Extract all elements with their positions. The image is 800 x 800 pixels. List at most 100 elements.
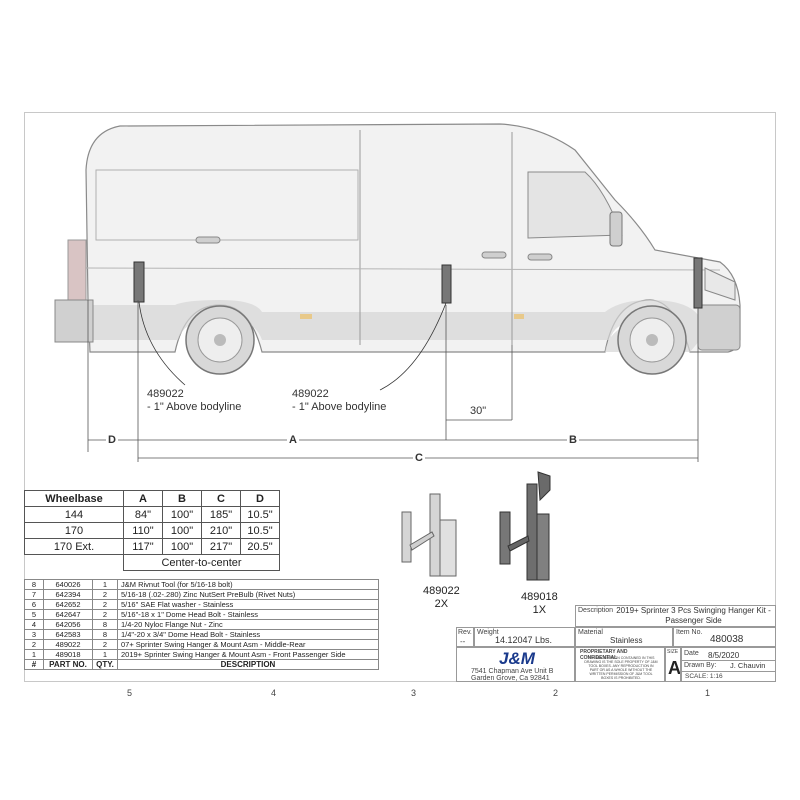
field-label: Rev. [458, 629, 472, 636]
hanger-middle [441, 264, 452, 304]
column-header: # [24, 659, 44, 670]
field-label: Material [578, 629, 603, 636]
van-cab-window [527, 171, 623, 239]
zone-number: 3 [411, 688, 417, 698]
bom-cell: 2 [24, 639, 44, 650]
table-header-row: Wheelbase A B C D [24, 490, 280, 507]
rear-wheel [185, 305, 255, 375]
bom-cell: 2 [92, 589, 118, 600]
description-value: 2019+ Sprinter 3 Pcs Swinging Hanger Kit… [616, 606, 771, 625]
table-cell: 100" [162, 522, 202, 539]
table-cell: 210" [201, 522, 241, 539]
table-cell: 185" [201, 506, 241, 523]
part-qty: 2X [434, 598, 449, 610]
dim-30-label: 30" [470, 405, 487, 417]
bom-cell: 8 [92, 619, 118, 630]
bom-cell: 1 [92, 649, 118, 660]
callout-part-number: 489022 [147, 388, 184, 400]
zone-number: 2 [553, 688, 559, 698]
bom-cell: 3 [24, 629, 44, 640]
table-row: 170 110" 100" 210" 10.5" [24, 522, 280, 539]
table-footer: Center-to-center [123, 554, 280, 571]
part-label-489022: 489022 2X [423, 585, 460, 611]
column-header: B [162, 490, 202, 507]
bom-cell: 642647 [43, 609, 93, 620]
table-cell: 170 [24, 522, 124, 539]
table-row: 170 Ext. 117" 100" 217" 20.5" [24, 538, 280, 555]
side-marker [300, 314, 312, 319]
bom-cell: 642394 [43, 589, 93, 600]
bom-cell: 8 [24, 579, 44, 590]
table-cell: 100" [162, 538, 202, 555]
field-label: Description [578, 607, 614, 614]
column-header: D [240, 490, 280, 507]
drawing-frame [24, 112, 776, 682]
hanger-front [693, 257, 703, 309]
bom-cell: 642583 [43, 629, 93, 640]
front-bumper [697, 304, 741, 351]
proprietary-box: PROPRIETARY AND CONFIDENTIAL THE INFORMA… [575, 647, 665, 682]
callout-part-number: 489022 [292, 388, 329, 400]
van-side-window [95, 169, 359, 241]
table-footer-row: Center-to-center [25, 554, 280, 571]
rev-value: -- [460, 637, 466, 646]
bom-cell: 1 [92, 579, 118, 590]
dim-d-label: D [106, 434, 118, 446]
table-cell: 20.5" [240, 538, 280, 555]
bom-cell: 07+ Sprinter Swing Hanger & Mount Asm - … [117, 639, 379, 650]
description-box: Description 2019+ Sprinter 3 Pcs Swingin… [575, 605, 776, 627]
dim-a-label: A [287, 434, 299, 446]
headlight [704, 267, 736, 301]
column-header: QTY. [92, 659, 118, 670]
callout-rear: 489022 - 1" Above bodyline [147, 388, 241, 414]
bom-cell: 1 [24, 649, 44, 660]
hanger-rear [133, 261, 145, 303]
callout-middle: 489022 - 1" Above bodyline [292, 388, 386, 414]
zone-number: 5 [127, 688, 133, 698]
bom-cell: 7 [24, 589, 44, 600]
bom-cell: J&M Rivnut Tool (for 5/16-18 bolt) [117, 579, 379, 590]
part-qty: 1X [532, 604, 547, 616]
bom-cell: 489018 [43, 649, 93, 660]
bom-cell: 2 [92, 599, 118, 610]
van-side-stripe [92, 300, 740, 352]
table-cell: 144 [24, 506, 124, 523]
bom-cell: 640026 [43, 579, 93, 590]
proprietary-title: PROPRIETARY AND CONFIDENTIAL [580, 649, 628, 661]
bom-cell: 5/16"-18 x 1" Dome Head Bolt - Stainless [117, 609, 379, 620]
proprietary-text: THE INFORMATION CONTAINED IN THIS DRAWIN… [584, 656, 658, 680]
weight-value: 14.12047 Lbs. [495, 635, 553, 645]
parts-illustration [401, 471, 551, 581]
zone-number: 1 [705, 688, 711, 698]
material-value: Stainless [610, 636, 643, 645]
bom-cell: 5/16-18 (.02-.280) Zinc NutSert PreBulb … [117, 589, 379, 600]
date-box: Date 8/5/2020 [681, 647, 776, 661]
drawn-by-box: Drawn By: J. Chauvin [681, 661, 776, 672]
company-box: J&M 7541 Chapman Ave Unit B Garden Grove… [456, 647, 575, 682]
part-number: 489018 [521, 591, 558, 603]
table-cell: 217" [201, 538, 241, 555]
item-no-box: Item No. 480038 [673, 627, 776, 647]
bom-cell: 642056 [43, 619, 93, 630]
bom-cell: 5/16" SAE Flat washer - Stainless [117, 599, 379, 610]
dim-b-label: B [567, 434, 579, 446]
van-illustration [54, 123, 741, 462]
dim-c-label: C [413, 452, 425, 464]
bom-cell: 2019+ Sprinter Swing Hanger & Mount Asm … [117, 649, 379, 660]
column-header: PART NO. [43, 659, 93, 670]
tail-light [67, 239, 87, 301]
scale-box: SCALE: 1:16 [681, 672, 776, 682]
address-line-1: 7541 Chapman Ave Unit B [471, 668, 554, 675]
part-489022-image [401, 493, 457, 577]
material-box: Material Stainless [575, 627, 673, 647]
side-mirror [609, 211, 623, 247]
field-label: Date [684, 650, 699, 657]
size-box: SIZE A [665, 647, 681, 682]
rear-bumper [54, 299, 94, 343]
side-marker [514, 314, 524, 319]
table-cell: 117" [123, 538, 163, 555]
column-header: Wheelbase [24, 490, 124, 507]
